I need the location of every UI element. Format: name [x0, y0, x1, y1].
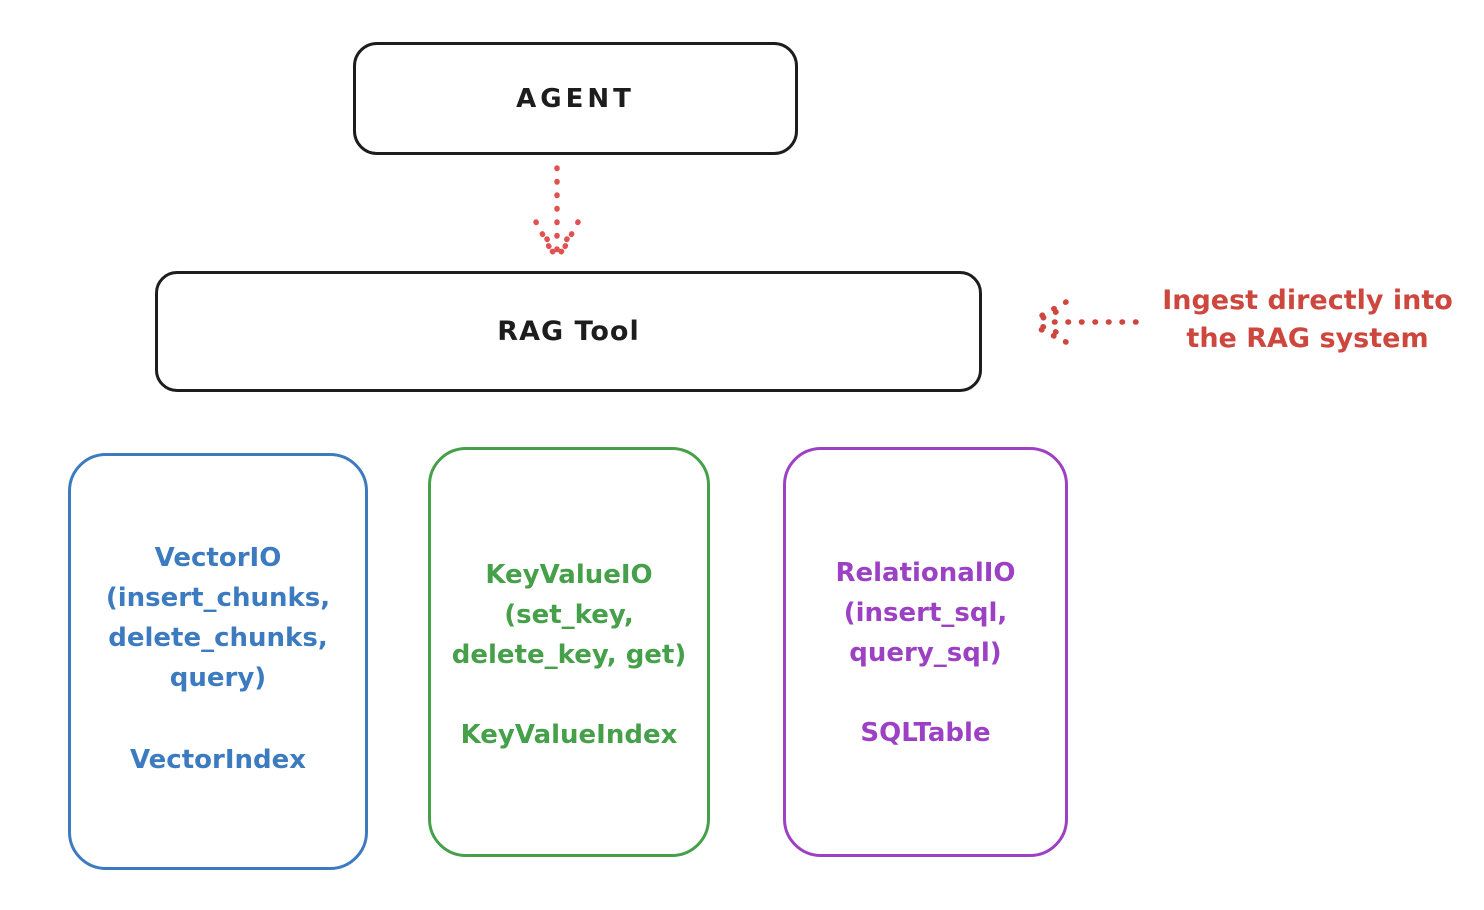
- relational-io-line-2: (insert_sql,: [843, 598, 1008, 628]
- vector-io-line-3: delete_chunks,: [108, 623, 328, 653]
- relational-io-text: RelationalIO (insert_sql, query_sql): [835, 553, 1015, 673]
- ingest-annotation-line2: the RAG system: [1186, 323, 1429, 354]
- keyvalue-io-box: KeyValueIO (set_key, delete_key, get) Ke…: [428, 447, 710, 857]
- annotation-to-rag-arrow-icon: [1029, 299, 1139, 345]
- vector-io-box: VectorIO (insert_chunks, delete_chunks, …: [68, 453, 368, 870]
- relational-io-box: RelationalIO (insert_sql, query_sql) SQL…: [783, 447, 1068, 857]
- vector-io-line-1: VectorIO: [154, 543, 282, 573]
- ingest-annotation: Ingest directly into the RAG system: [1140, 282, 1475, 358]
- sql-table-label: SQLTable: [860, 718, 991, 748]
- keyvalue-index-label: KeyValueIndex: [460, 720, 678, 750]
- vector-io-line-2: (insert_chunks,: [105, 583, 331, 613]
- agent-label: AGENT: [516, 83, 635, 114]
- rag-tool-box: RAG Tool: [155, 271, 982, 392]
- rag-tool-label: RAG Tool: [497, 316, 640, 347]
- keyvalue-io-line-1: KeyValueIO: [485, 560, 653, 590]
- vector-io-line-4: query): [169, 663, 267, 693]
- relational-io-line-3: query_sql): [849, 638, 1002, 668]
- agent-box: AGENT: [353, 42, 798, 155]
- keyvalue-io-line-3: delete_key, get): [451, 640, 687, 670]
- agent-to-rag-arrow-icon: [533, 165, 581, 260]
- keyvalue-io-text: KeyValueIO (set_key, delete_key, get): [452, 555, 687, 675]
- relational-io-line-1: RelationalIO: [835, 558, 1016, 588]
- vector-io-text: VectorIO (insert_chunks, delete_chunks, …: [106, 538, 330, 698]
- keyvalue-io-line-2: (set_key,: [504, 600, 634, 630]
- vector-index-label: VectorIndex: [129, 745, 307, 775]
- ingest-annotation-line1: Ingest directly into: [1162, 285, 1453, 316]
